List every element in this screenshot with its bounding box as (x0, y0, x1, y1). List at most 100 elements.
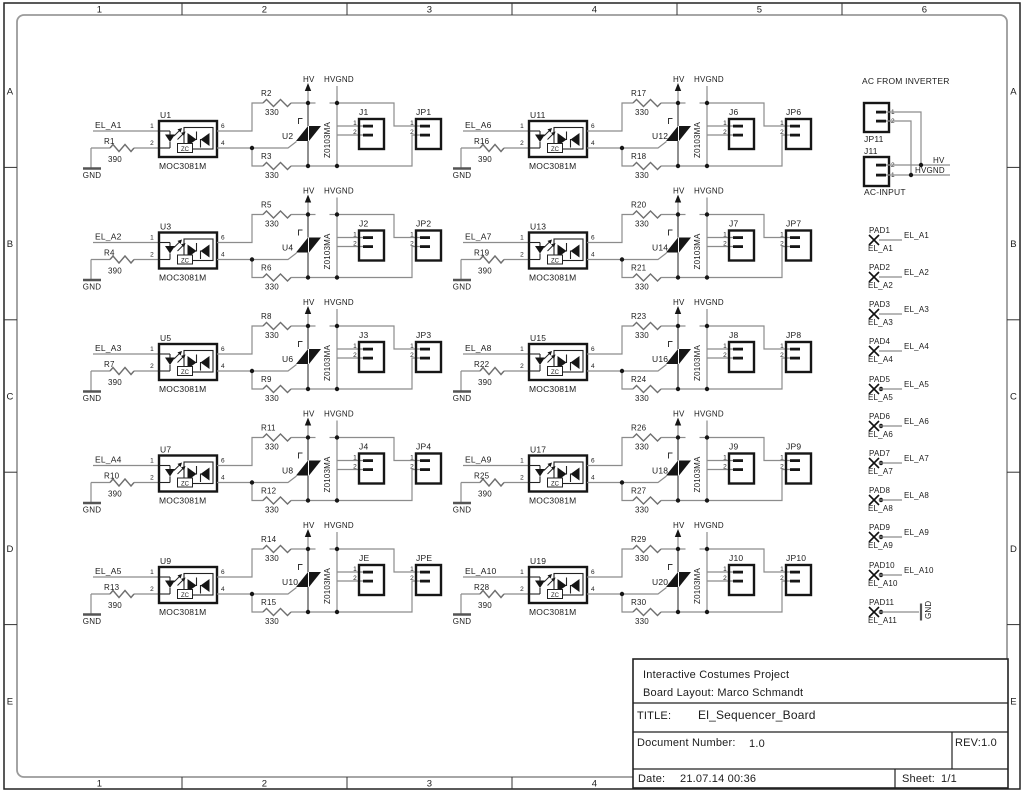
pin-bar (733, 570, 743, 574)
connector-box (357, 563, 386, 597)
hv-label: HV (303, 298, 315, 307)
resistor-zigzag (262, 544, 292, 554)
triac-triangle (679, 460, 691, 476)
junction-dot (334, 100, 340, 106)
pin-bar (420, 356, 430, 360)
resistor-value: 330 (265, 617, 279, 626)
connector-box (862, 155, 891, 188)
hv-arrow-head (304, 417, 312, 426)
triac-triangle (200, 579, 210, 592)
triac-part: Z0103MA (693, 567, 702, 604)
triac-pin-tick (298, 564, 303, 570)
connector-box (414, 563, 443, 597)
resistor-zigzag (632, 384, 662, 394)
triac-triangle (570, 579, 580, 592)
hv-arrow-head (304, 83, 312, 91)
wire (707, 580, 790, 613)
zc-label: ZC (551, 147, 560, 153)
hv-label: HV (303, 410, 315, 419)
wire (707, 245, 790, 279)
net-label: EL_A9 (904, 528, 929, 537)
resistor-value: 390 (108, 601, 122, 610)
pin-number: 2 (780, 352, 784, 359)
pad-name: PAD11 (869, 598, 895, 607)
junction-dot (305, 275, 311, 280)
resistor-zigzag (632, 273, 662, 282)
pad-sub-label: EL_A11 (868, 616, 897, 625)
hv-label: HV (673, 298, 685, 307)
connector-ref: J2 (359, 219, 368, 229)
pin-number: 1 (723, 566, 727, 573)
resistor-ref: R8 (261, 312, 272, 321)
opto-part: MOC3081M (159, 273, 206, 283)
hv-arrow-head (674, 194, 682, 203)
pin-number: 1 (520, 569, 524, 576)
resistor-zigzag (632, 210, 662, 219)
sheet-value: 1/1 (941, 773, 957, 785)
junction-dot (675, 163, 681, 169)
net-label: EL_A6 (904, 417, 929, 426)
wire (337, 213, 420, 239)
optocoupler-box (527, 454, 589, 493)
junction-dot (918, 162, 924, 168)
resistor-zigzag (632, 607, 662, 617)
resistor-value: 390 (108, 155, 122, 164)
resistor-value: 330 (635, 394, 649, 403)
pin-number: 6 (591, 123, 595, 130)
hv-label: HV (673, 75, 685, 84)
pin-bar (363, 133, 373, 137)
triac-triangle (666, 572, 678, 587)
resistor-value: 390 (108, 267, 122, 276)
optocoupler-box (527, 342, 589, 382)
frame-col-label-bottom: 1 (97, 779, 102, 790)
triac-triangle (570, 356, 580, 369)
junction-dot (704, 435, 710, 440)
pin-number: 2 (723, 352, 727, 359)
junction-dot (305, 435, 311, 440)
junction-dot (249, 480, 255, 485)
light-arrow-head (177, 574, 182, 579)
triac-triangle (666, 460, 678, 476)
pin-number: 2 (410, 575, 414, 582)
pin-number: 1 (723, 232, 727, 239)
connector-ref: J10 (729, 553, 743, 563)
connector-box (862, 101, 891, 134)
optocoupler-box (527, 565, 589, 605)
resistor-ref: R9 (261, 375, 272, 384)
connector-box (784, 452, 813, 485)
pin-bar (420, 245, 430, 248)
wire (217, 548, 263, 578)
resistor-value: 330 (635, 617, 649, 626)
wire (587, 141, 667, 149)
detector-box (183, 349, 214, 373)
zc-label: ZC (181, 258, 190, 264)
pin-number: 2 (780, 575, 784, 582)
resistor-ref: R13 (104, 583, 120, 592)
junction-dot (334, 163, 340, 169)
frame-col-label-top: 3 (427, 5, 432, 16)
resistor-zigzag (109, 589, 135, 599)
frame-col-label-bottom: 3 (427, 779, 432, 790)
pin-number: 2 (353, 241, 357, 248)
pin-bar (790, 459, 800, 462)
triac-pin-tick (668, 452, 673, 459)
gnd-label: GND (924, 601, 933, 619)
detector-box (183, 126, 214, 150)
hvgnd-label: HVGND (324, 410, 354, 419)
pin-bar (363, 459, 373, 462)
pin-number: 1 (353, 120, 357, 127)
light-arrow-head (547, 239, 552, 244)
section-heading: AC FROM INVERTER (862, 76, 950, 86)
connector-ref: J7 (729, 219, 738, 229)
pad-sub-label: EL_A9 (868, 541, 893, 550)
pin-number: 1 (353, 455, 357, 462)
resistor-zigzag (479, 254, 505, 265)
junction-dot (704, 163, 710, 169)
pad-sub-label: EL_A10 (868, 579, 898, 588)
